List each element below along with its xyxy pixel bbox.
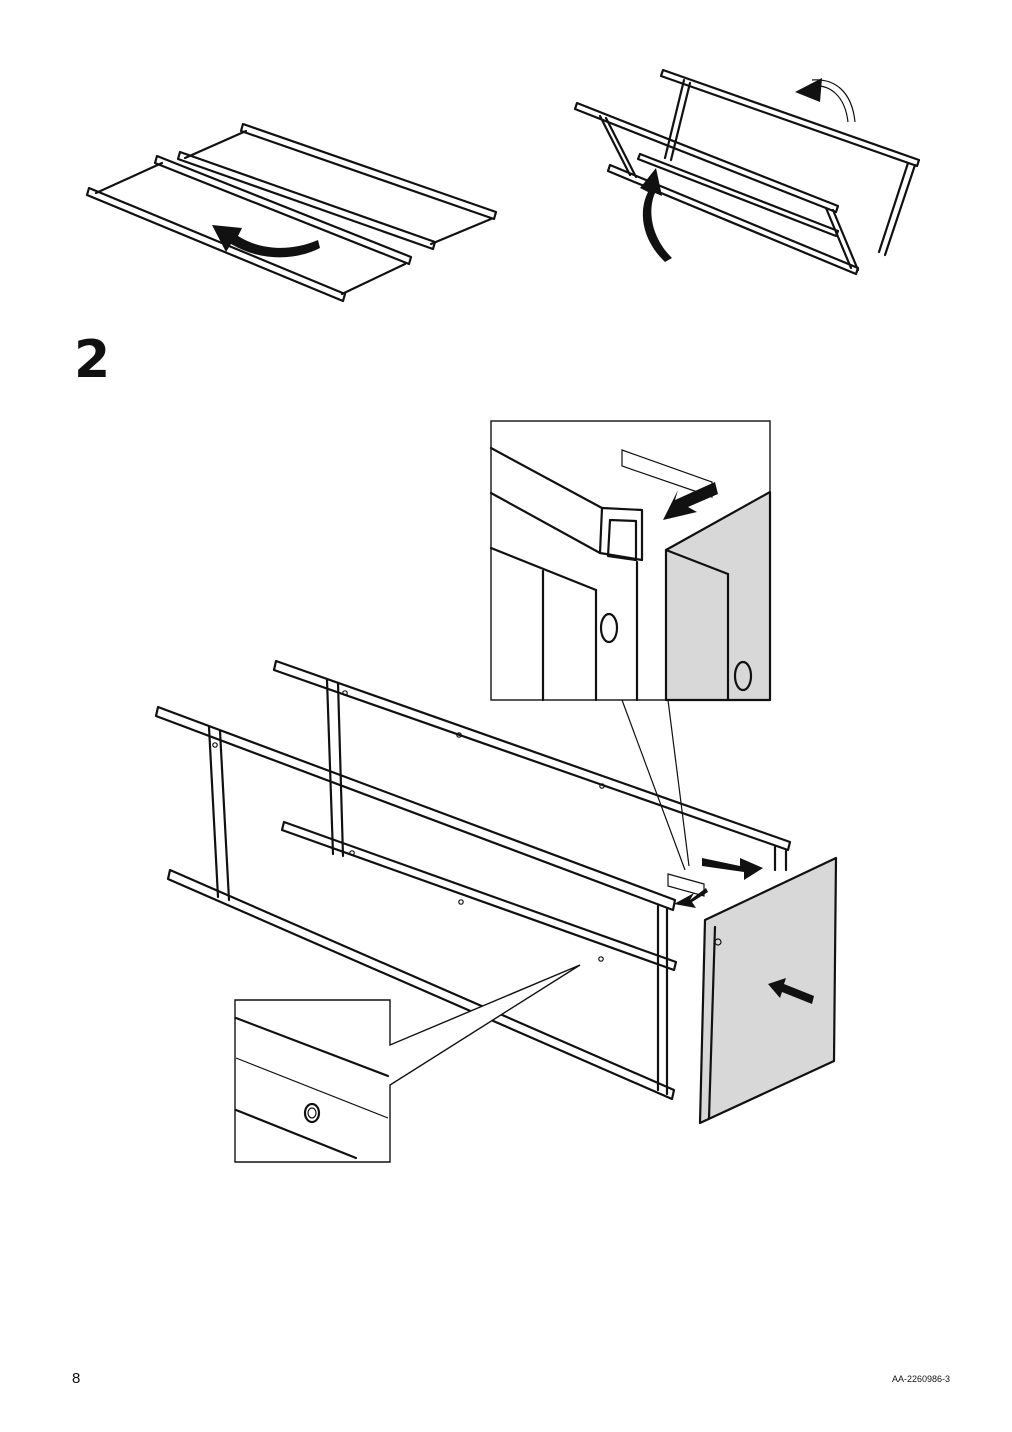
hole-detail-illustration	[234, 964, 581, 1163]
step-number: 2	[74, 330, 111, 390]
joint-detail-illustration	[489, 420, 772, 871]
flat-frames-illustration	[85, 122, 498, 303]
curved-arrow-icon	[640, 168, 672, 262]
tilted-frame-illustration	[573, 68, 921, 276]
page-number: 8	[72, 1370, 81, 1387]
straight-arrow-icon	[663, 482, 718, 520]
straight-arrow-icon	[674, 888, 708, 908]
hole-detail-icon	[303, 1102, 321, 1124]
curved-arrow-icon	[212, 225, 320, 258]
side-panel	[698, 856, 838, 1125]
document-code: AA-2260986-3	[891, 1374, 950, 1384]
straight-arrow-icon	[768, 978, 814, 1004]
frame-assembly-illustration	[154, 659, 838, 1125]
curved-arrow-icon	[795, 78, 822, 102]
straight-arrow-icon	[702, 858, 763, 880]
